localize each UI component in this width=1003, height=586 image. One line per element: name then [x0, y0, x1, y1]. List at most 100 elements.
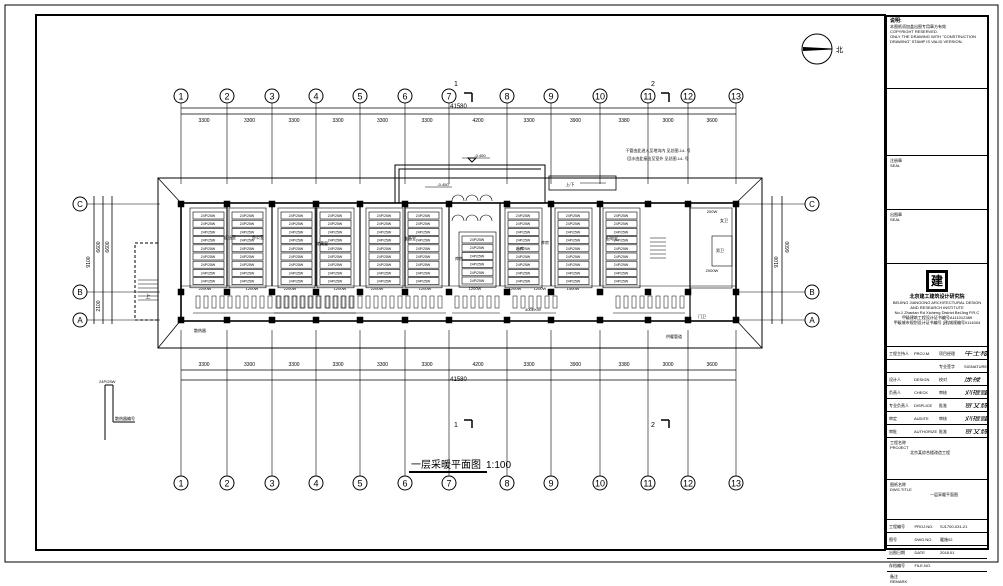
radiator: [454, 295, 460, 309]
bed-label: 24P/25W: [240, 222, 255, 226]
room-label: 准备室: [404, 235, 416, 241]
bed-label: 24P/25W: [289, 239, 304, 243]
radiator: [470, 295, 476, 309]
bed-label: 24P/25W: [328, 247, 343, 251]
signature: 庞禄: [964, 376, 980, 382]
axis-label: 10: [595, 92, 605, 102]
drawing-scale: 1:100: [486, 460, 511, 471]
bay-dimension: 3600: [706, 118, 717, 124]
info-field: SJ1700-031-21: [940, 523, 968, 529]
column: [177, 288, 185, 296]
bay-dimension: 3000: [662, 118, 673, 124]
axis-label: 2: [224, 92, 229, 102]
bed-bay: [277, 207, 316, 289]
bed-row: [605, 277, 638, 285]
bed-row: [231, 269, 264, 277]
axis-label: 10: [595, 479, 605, 489]
info-field: 出图日期: [889, 549, 905, 555]
bed-row: [605, 236, 638, 244]
bed-label: 24P/25W: [328, 239, 343, 243]
radiator: [671, 295, 677, 309]
side-dimension: 6600: [96, 241, 102, 252]
door-swing: [465, 214, 479, 222]
bed-row: [407, 236, 440, 244]
bed-row: [407, 277, 440, 285]
bed-label: 24P/25W: [377, 222, 392, 226]
bed-label: 24P/25W: [328, 271, 343, 275]
heater-label: 400EKW: [525, 307, 541, 312]
radiator: [405, 295, 411, 309]
total-dimension: 41580: [450, 377, 467, 383]
column: [268, 316, 276, 324]
bed-label: 24P/25W: [566, 239, 581, 243]
license-1: 甲级建筑工程设计证书编号A111012389: [901, 315, 973, 320]
signature-field: 负责人: [889, 389, 901, 395]
axis-label: 13: [731, 479, 741, 489]
copyright-text: COPYRIGHT RESERVED.: [890, 29, 938, 34]
signature: 贾文辉: [964, 428, 987, 434]
radiator: [397, 295, 403, 309]
radiator: [357, 295, 363, 309]
bed-row: [507, 219, 540, 228]
pipe-note: 干管由此进入至地沟内 见总图-14- 号: [625, 147, 690, 153]
bed-label: 24P/25W: [328, 222, 343, 226]
floor-plan-drawing: 4158013300233003330043300533006330074200…: [4, 4, 999, 563]
column: [401, 288, 409, 296]
bay-dimension: 3300: [244, 362, 255, 368]
door-swing: [465, 194, 479, 202]
bed-label: 24P/25W: [416, 214, 431, 218]
radiator: [421, 295, 427, 309]
bed-label: 24P/25W: [377, 263, 392, 267]
column: [503, 288, 511, 296]
remark-cell: 备注 REMARK: [887, 572, 987, 586]
connector: [394, 164, 546, 203]
bed-label: 24P/25W: [240, 263, 255, 267]
bed-label: 24P/25W: [566, 230, 581, 234]
bed-row: [280, 260, 313, 269]
bed-label: 24P/25W: [289, 230, 304, 234]
column: [445, 288, 453, 296]
info-field: DWG.NO.: [914, 536, 933, 542]
bed-row: [280, 244, 313, 253]
axis-label: 2: [224, 479, 229, 489]
side-dimension: 2100: [96, 300, 102, 311]
axis-label: A: [809, 316, 815, 325]
column: [644, 288, 652, 296]
bed-row: [319, 244, 352, 253]
bed-label: 24P/25W: [416, 255, 431, 259]
level-mark-icon: [466, 157, 478, 163]
heater-label: 1200W: [509, 286, 522, 291]
project-label: PROJECT: [890, 445, 909, 450]
bed-label: 24P/25W: [470, 246, 485, 250]
room-label: 库房: [455, 255, 463, 261]
bed-row: [557, 228, 590, 236]
column: [312, 288, 320, 296]
bay-dimension: 3000: [662, 362, 673, 368]
bed-row: [368, 252, 401, 261]
column: [223, 316, 231, 324]
entrance-area: [134, 242, 159, 321]
bay-dimension: 3300: [523, 118, 534, 124]
toilet-heater-label: 2000W: [706, 268, 719, 273]
signature: SIGNATURE: [964, 363, 987, 369]
radiator: [655, 295, 661, 309]
radiator: [462, 295, 468, 309]
axis-label: 3: [269, 479, 274, 489]
bed-row: [319, 236, 352, 244]
bed-row: [192, 228, 225, 236]
radiator: [365, 295, 371, 309]
heater-label: 1200W: [469, 286, 482, 291]
axis-label: 7: [446, 479, 451, 489]
column: [401, 316, 409, 324]
drawing-title: 一层采暖平面图 1:100: [409, 458, 511, 473]
bed-row: [192, 211, 225, 220]
radiator: [631, 295, 637, 309]
bed-row: [557, 219, 590, 228]
bed-row: [280, 236, 313, 244]
room-label: 配电室: [606, 235, 618, 241]
section-mark: 1: [454, 81, 458, 88]
toilet-stall: [711, 235, 733, 267]
bed-label: 24P/25W: [201, 255, 216, 259]
